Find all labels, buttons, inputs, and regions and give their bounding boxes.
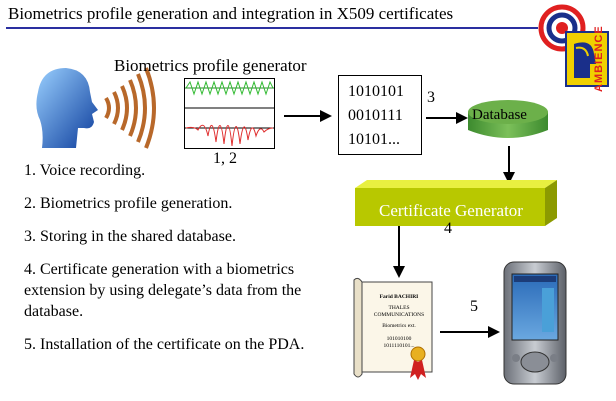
- certificate-generator-box: [355, 180, 557, 226]
- generator-label: Biometrics profile generator: [114, 56, 307, 75]
- certificate-line: COMMUNICATIONS: [373, 312, 425, 318]
- pda-step-label: 5: [470, 298, 478, 315]
- certificate-generator-label: Certificate Generator: [379, 201, 523, 220]
- arrow-to-certificate: [393, 226, 405, 278]
- pda-device-icon: [503, 261, 567, 385]
- certificate-line: 101010100: [386, 336, 412, 342]
- voice-head-icon: [36, 67, 156, 149]
- binary-line: 0010111: [348, 107, 403, 124]
- database-icon: [468, 100, 548, 138]
- certificate-line: Farid BACHIRI: [379, 294, 419, 300]
- arrow-to-pda: [440, 326, 500, 338]
- step-item: 3. Storing in the shared database.: [24, 228, 236, 245]
- ambience-logo: [538, 4, 609, 87]
- waveform-panel: [184, 78, 275, 149]
- arrow-to-binary: [284, 110, 332, 122]
- database-label: Database: [472, 107, 527, 123]
- certificate-document-text: Farid BACHIRI THALES COMMUNICATIONS Biom…: [364, 294, 434, 350]
- certificate-line: 1011110101...: [383, 343, 415, 349]
- certificate-line: Biometrics ext.: [382, 323, 416, 329]
- step-item: 2. Biometrics profile generation.: [24, 195, 233, 212]
- certificate-step-label: 4: [444, 220, 452, 237]
- certificate-document-icon: [353, 277, 433, 380]
- waveform-step-label: 1, 2: [213, 150, 237, 167]
- step-item: 1. Voice recording.: [24, 162, 146, 179]
- binary-line: 1010101: [348, 83, 404, 100]
- title-underline: [6, 27, 538, 29]
- binary-profile-box: 1010101 0010111 10101...: [338, 75, 422, 155]
- slide-title: Biometrics profile generation and integr…: [8, 4, 454, 23]
- database-step-label: 3: [427, 89, 435, 106]
- arrow-to-certificate-generator: [503, 146, 515, 184]
- step-item: 4. Certificate generation with a biometr…: [24, 261, 302, 320]
- steps-list: 1. Voice recording. 2. Biometrics profil…: [24, 160, 344, 367]
- ambience-logo-text: AMBIENCE: [593, 25, 605, 92]
- certificate-line: THALES: [388, 305, 410, 311]
- arrow-to-database: [426, 112, 468, 124]
- binary-line: 10101...: [348, 131, 400, 148]
- step-item: 5. Installation of the certificate on th…: [24, 336, 305, 353]
